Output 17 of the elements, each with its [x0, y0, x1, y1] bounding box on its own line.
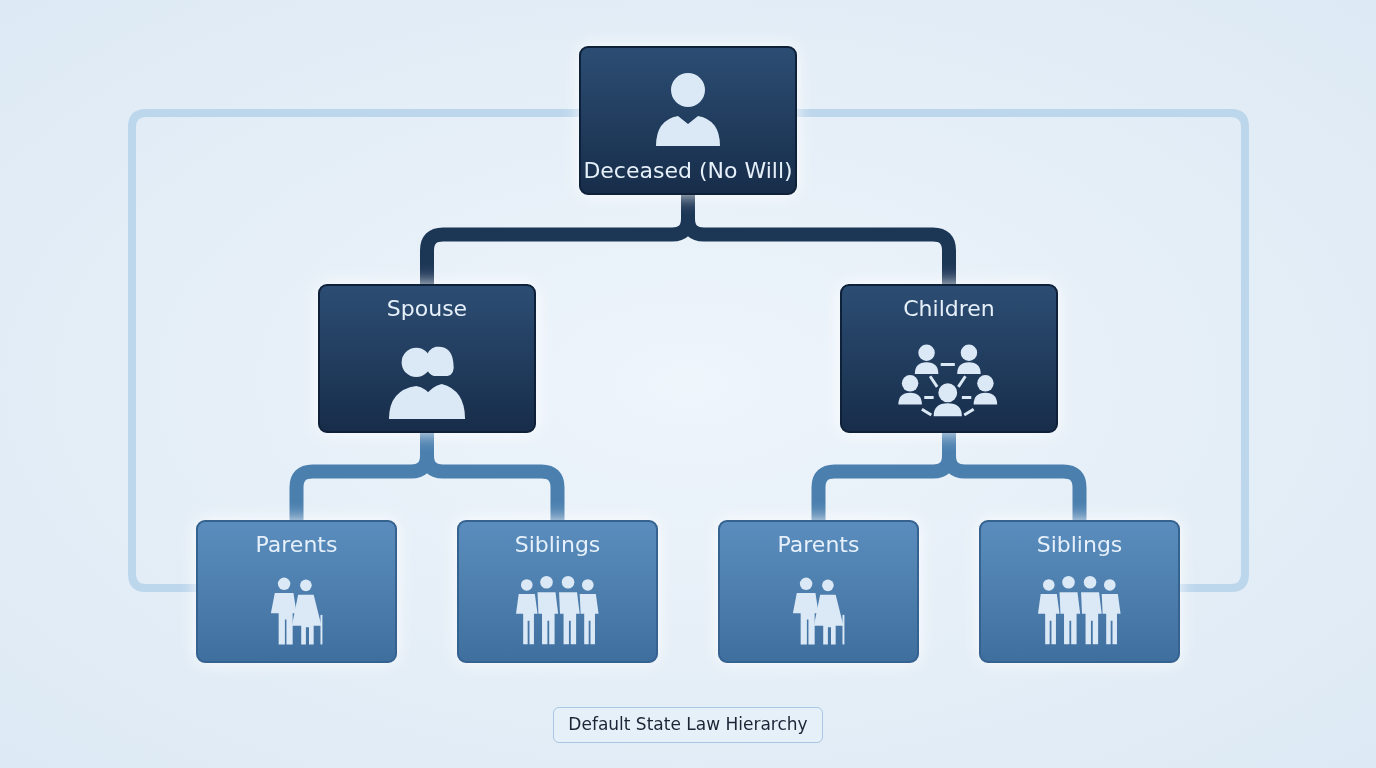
node-label: Siblings	[1035, 532, 1124, 557]
node-label: Parents	[776, 532, 861, 557]
person-box	[579, 46, 797, 195]
connector-line	[128, 109, 579, 592]
node-label: Children	[902, 296, 996, 321]
relative-box	[718, 520, 919, 663]
node-label: Deceased (No Will)	[582, 158, 794, 183]
caption-label: Default State Law Hierarchy	[553, 707, 823, 743]
node-label: Siblings	[513, 532, 602, 557]
relation-box	[318, 284, 536, 433]
relative-box	[196, 520, 397, 663]
node-label: Spouse	[385, 296, 469, 321]
relative-box	[979, 520, 1180, 663]
connector-line	[797, 109, 1249, 592]
relation-box	[840, 284, 1058, 433]
node-label: Parents	[254, 532, 339, 557]
relative-box	[457, 520, 658, 663]
